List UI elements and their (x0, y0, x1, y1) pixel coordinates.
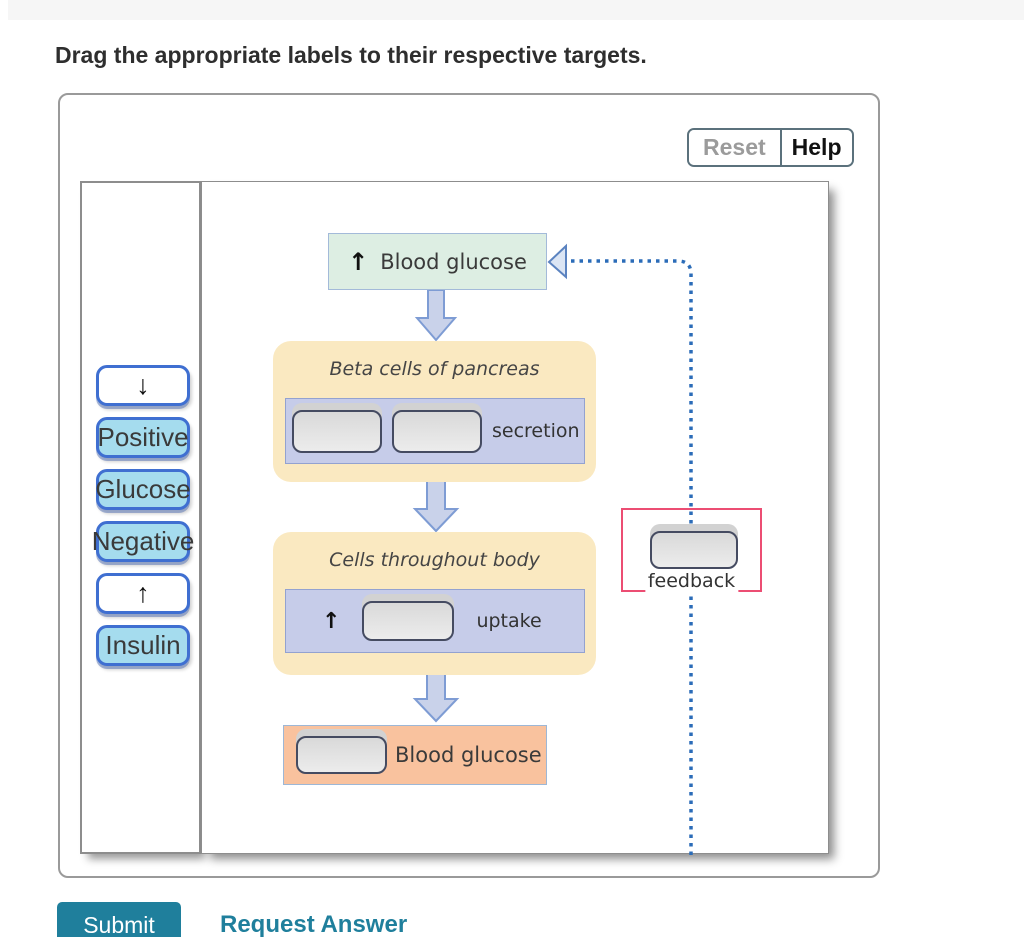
drag-label-up-arrow[interactable]: ↑ (96, 573, 190, 614)
drop-target-secretion-1[interactable] (292, 409, 382, 453)
feedback-arrowhead-icon (547, 243, 567, 280)
window-top-strip (8, 0, 1024, 20)
drag-label-negative[interactable]: Negative (92, 521, 194, 562)
activity-panel: Reset Help ↓ Positive Glucose Negative ↑… (58, 93, 880, 878)
feedback-dotted-line (571, 259, 693, 855)
drop-target-secretion-2[interactable] (392, 409, 482, 453)
beta-cells-title: Beta cells of pancreas (329, 358, 540, 380)
feedback-target-box: feedback (621, 508, 762, 592)
up-arrow-icon: ↑ (322, 608, 341, 634)
drag-label-glucose[interactable]: Glucose (95, 469, 191, 510)
drag-label-positive[interactable]: Positive (96, 417, 190, 458)
drag-label-insulin[interactable]: Insulin (96, 625, 190, 666)
drag-label-down-arrow[interactable]: ↓ (96, 365, 190, 406)
drop-target-uptake[interactable] (362, 601, 455, 641)
submit-button[interactable]: Submit (57, 902, 181, 937)
uptake-label: uptake (476, 610, 542, 632)
bottom-blood-glucose-box: Blood glucose (283, 725, 547, 785)
top-blood-glucose-box: ↑ Blood glucose (328, 233, 547, 290)
bottom-blood-glucose-label: Blood glucose (395, 743, 542, 767)
cells-body-panel: Cells throughout body ↑ uptake (273, 532, 596, 675)
beta-cells-panel: Beta cells of pancreas secretion (273, 341, 596, 482)
label-bin: ↓ Positive Glucose Negative ↑ Insulin (80, 181, 201, 854)
uptake-strip: ↑ uptake (285, 589, 585, 653)
secretion-strip: secretion (285, 398, 585, 464)
flow-arrows-layer (412, 243, 693, 855)
top-blood-glucose-label: Blood glucose (380, 249, 527, 274)
request-answer-link[interactable]: Request Answer (220, 911, 408, 937)
drop-target-blood-glucose[interactable] (296, 736, 387, 774)
help-button[interactable]: Help (779, 130, 852, 165)
up-arrow-icon: ↑ (348, 247, 369, 276)
feedback-label: feedback (644, 570, 739, 592)
reset-button[interactable]: Reset (689, 130, 780, 165)
secretion-label: secretion (492, 420, 580, 442)
instruction-text: Drag the appropriate labels to their res… (55, 42, 647, 68)
cells-body-title: Cells throughout body (329, 549, 540, 571)
toolbar: Reset Help (687, 128, 854, 167)
flow-arrow-1-icon (414, 289, 458, 342)
drop-target-feedback[interactable] (650, 531, 738, 569)
diagram-area: ↑ Blood glucose Beta cells of pancreas s… (201, 181, 829, 855)
